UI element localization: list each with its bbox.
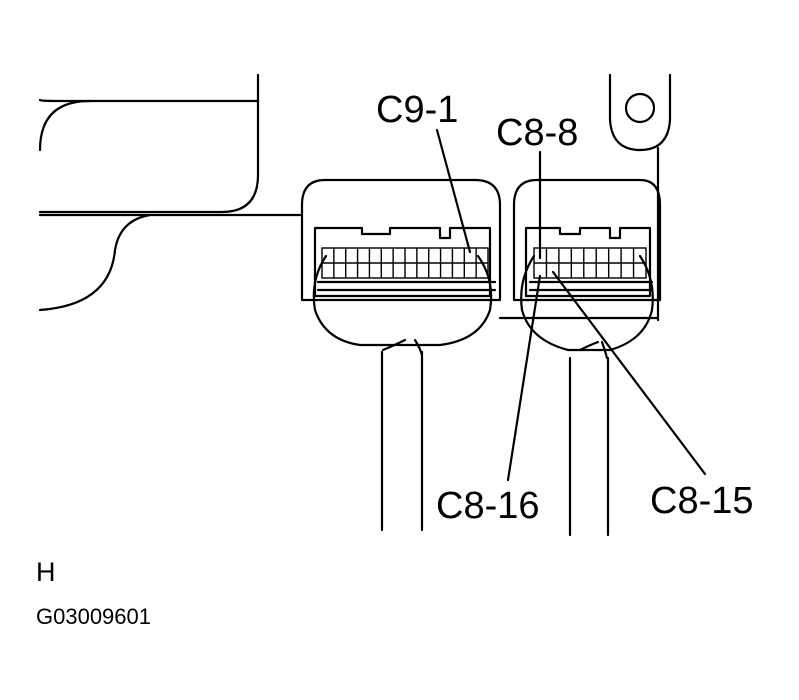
leader-c8-16 [506, 274, 542, 482]
label-c9-1: C9-1 [376, 89, 458, 131]
c8-pin-grid [533, 247, 647, 279]
leader-c8-15 [551, 270, 707, 476]
leader-lines [435, 128, 707, 482]
mounting-tab [608, 73, 672, 322]
c9-pin-grid [321, 247, 489, 279]
leader-c9-1 [435, 128, 472, 254]
figure-code: G03009601 [36, 604, 151, 629]
label-c8-15: C8-15 [650, 480, 754, 522]
connector-c9 [300, 178, 502, 532]
label-c8-16: C8-16 [436, 485, 540, 527]
housing-outline [38, 73, 302, 312]
label-c8-8: C8-8 [496, 112, 578, 154]
connector-c8 [512, 178, 662, 537]
view-letter: H [36, 557, 56, 587]
